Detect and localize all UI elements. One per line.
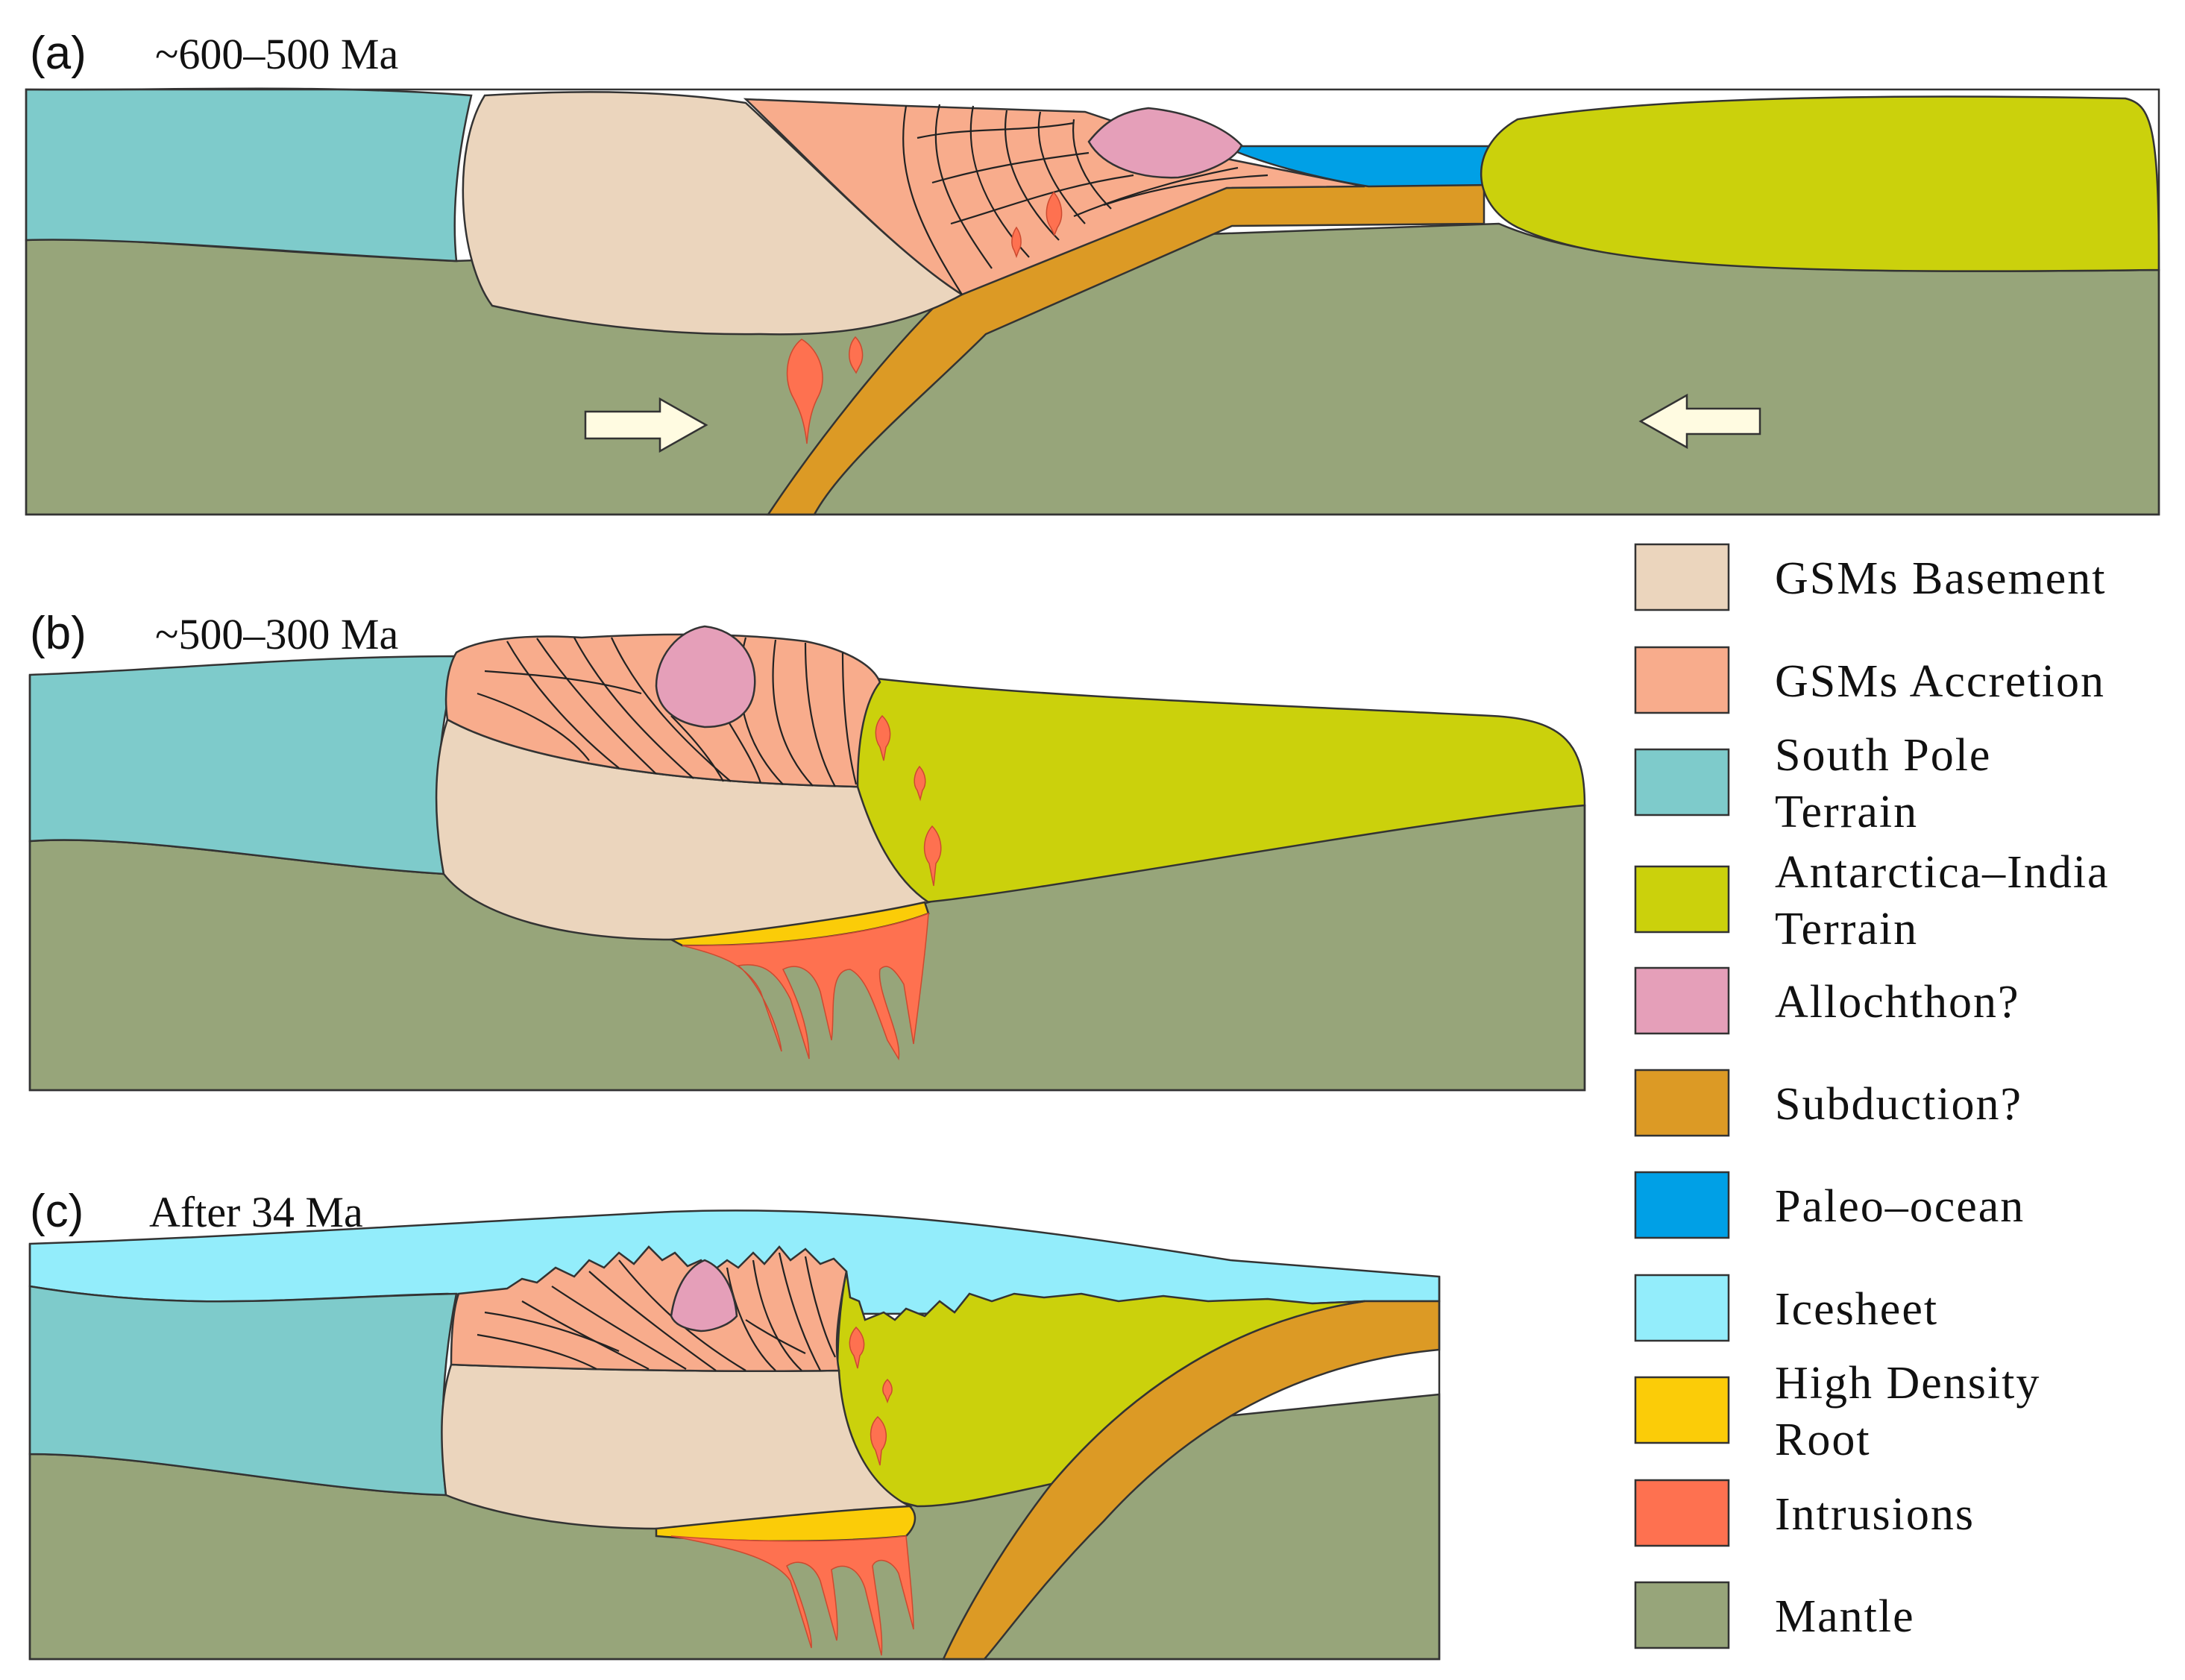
legend-label-paleo-ocean: Paleo–ocean: [1775, 1181, 2025, 1232]
legend-swatch-subduction: [1634, 1069, 1730, 1137]
legend-label-high-density-root: Root: [1775, 1415, 1871, 1465]
legend-swatch-south-pole: [1634, 748, 1730, 817]
panel-a-south-pole-terrain: [25, 87, 473, 262]
legend-label-south-pole: South Pole: [1775, 730, 1991, 781]
panel-a-subduction-slab: [766, 183, 1486, 516]
intrusion-blob: [1046, 191, 1063, 236]
legend-label-allochthon: Allochthon?: [1775, 977, 2020, 1028]
panel-a-allochthon: [1087, 107, 1243, 179]
panel-c-fault-lines: [477, 1252, 836, 1371]
panel-b-gsm-accretion: [444, 633, 881, 788]
intrusion-blob: [870, 1415, 887, 1466]
panel-a-antarctica-india-terrain: [1480, 95, 2160, 272]
panel-c-age: After 34 Ma: [149, 1188, 363, 1236]
intrusion-blob: [882, 1378, 893, 1404]
intrusion-blob: [849, 336, 864, 374]
panel-c-allochthon: [670, 1259, 738, 1333]
panel-b-south-pole-terrain: [28, 655, 460, 875]
legend-swatch-gsm-accretion: [1634, 646, 1730, 714]
legend-label-mantle: Mantle: [1775, 1591, 1915, 1642]
panel-b-letter: (b): [30, 608, 87, 659]
legend-label-antarctica-india: Antarctica–India: [1775, 847, 2110, 898]
panel-a-gsm-basement: [462, 91, 964, 336]
legend-label-subduction: Subduction?: [1775, 1079, 2022, 1130]
intrusion-blob: [914, 765, 926, 802]
panel-c-intrusions: [849, 1326, 893, 1466]
panel-b-frame: [28, 675, 1586, 1092]
legend-label-south-pole: Terrain: [1775, 787, 1918, 837]
panel-b-allochthon: [655, 625, 756, 729]
panel-a-frame: [25, 88, 2160, 516]
panel-a-letter: (a): [30, 28, 87, 79]
legend-swatch-allochthon: [1634, 966, 1730, 1035]
legend-label-high-density-root: High Density: [1775, 1358, 2040, 1409]
legend-swatch-high-density-root: [1634, 1376, 1730, 1444]
legend-swatch-gsm-basement: [1634, 543, 1730, 611]
legend-swatch-intrusions: [1634, 1479, 1730, 1547]
intrusion-blob: [849, 1326, 865, 1369]
legend-swatch-antarctica-india: [1634, 865, 1730, 934]
intrusion-blob: [923, 825, 942, 887]
panel-a-age: ~600–500 Ma: [155, 30, 398, 78]
panel-c: (c) After 34 Ma: [28, 1186, 1441, 1661]
panel-c-frame: [28, 1244, 1441, 1661]
panel-a-arrow-left: [1638, 393, 1761, 450]
intrusion-blob: [875, 714, 891, 761]
panel-a-arrow-right: [584, 397, 708, 453]
legend-swatch-icesheet: [1634, 1274, 1730, 1342]
panel-a-fault-lines: [902, 104, 1268, 295]
panel-b-intrusions: [875, 714, 942, 887]
panel-a-paleo-ocean: [1222, 145, 1493, 188]
panel-b-age: ~500–300 Ma: [155, 610, 398, 658]
panel-c-letter: (c): [30, 1186, 84, 1237]
legend-label-intrusions: Intrusions: [1775, 1489, 1975, 1540]
legend-label-gsm-basement: GSMs Basement: [1775, 553, 2107, 604]
panel-a-intrusions: [786, 191, 1063, 444]
legend-label-antarctica-india: Terrain: [1775, 904, 1918, 954]
panel-b: (b) ~500–300 Ma: [28, 608, 1586, 1092]
panel-b-intrusion-root: [682, 912, 929, 1061]
intrusion-blob: [786, 339, 823, 444]
legend-swatch-paleo-ocean: [1634, 1171, 1730, 1239]
legend-label-icesheet: Icesheet: [1775, 1284, 1938, 1335]
panel-c-gsm-accretion: [450, 1245, 848, 1372]
panel-a: (a) ~600–500 Ma: [25, 28, 2160, 516]
legend-label-gsm-accretion: GSMs Accretion: [1775, 656, 2105, 707]
panel-c-intrusion-root: [670, 1535, 914, 1656]
intrusion-blob: [1011, 226, 1022, 259]
panel-c-gsm-basement: [441, 1363, 913, 1530]
legend-swatch-mantle: [1634, 1581, 1730, 1649]
